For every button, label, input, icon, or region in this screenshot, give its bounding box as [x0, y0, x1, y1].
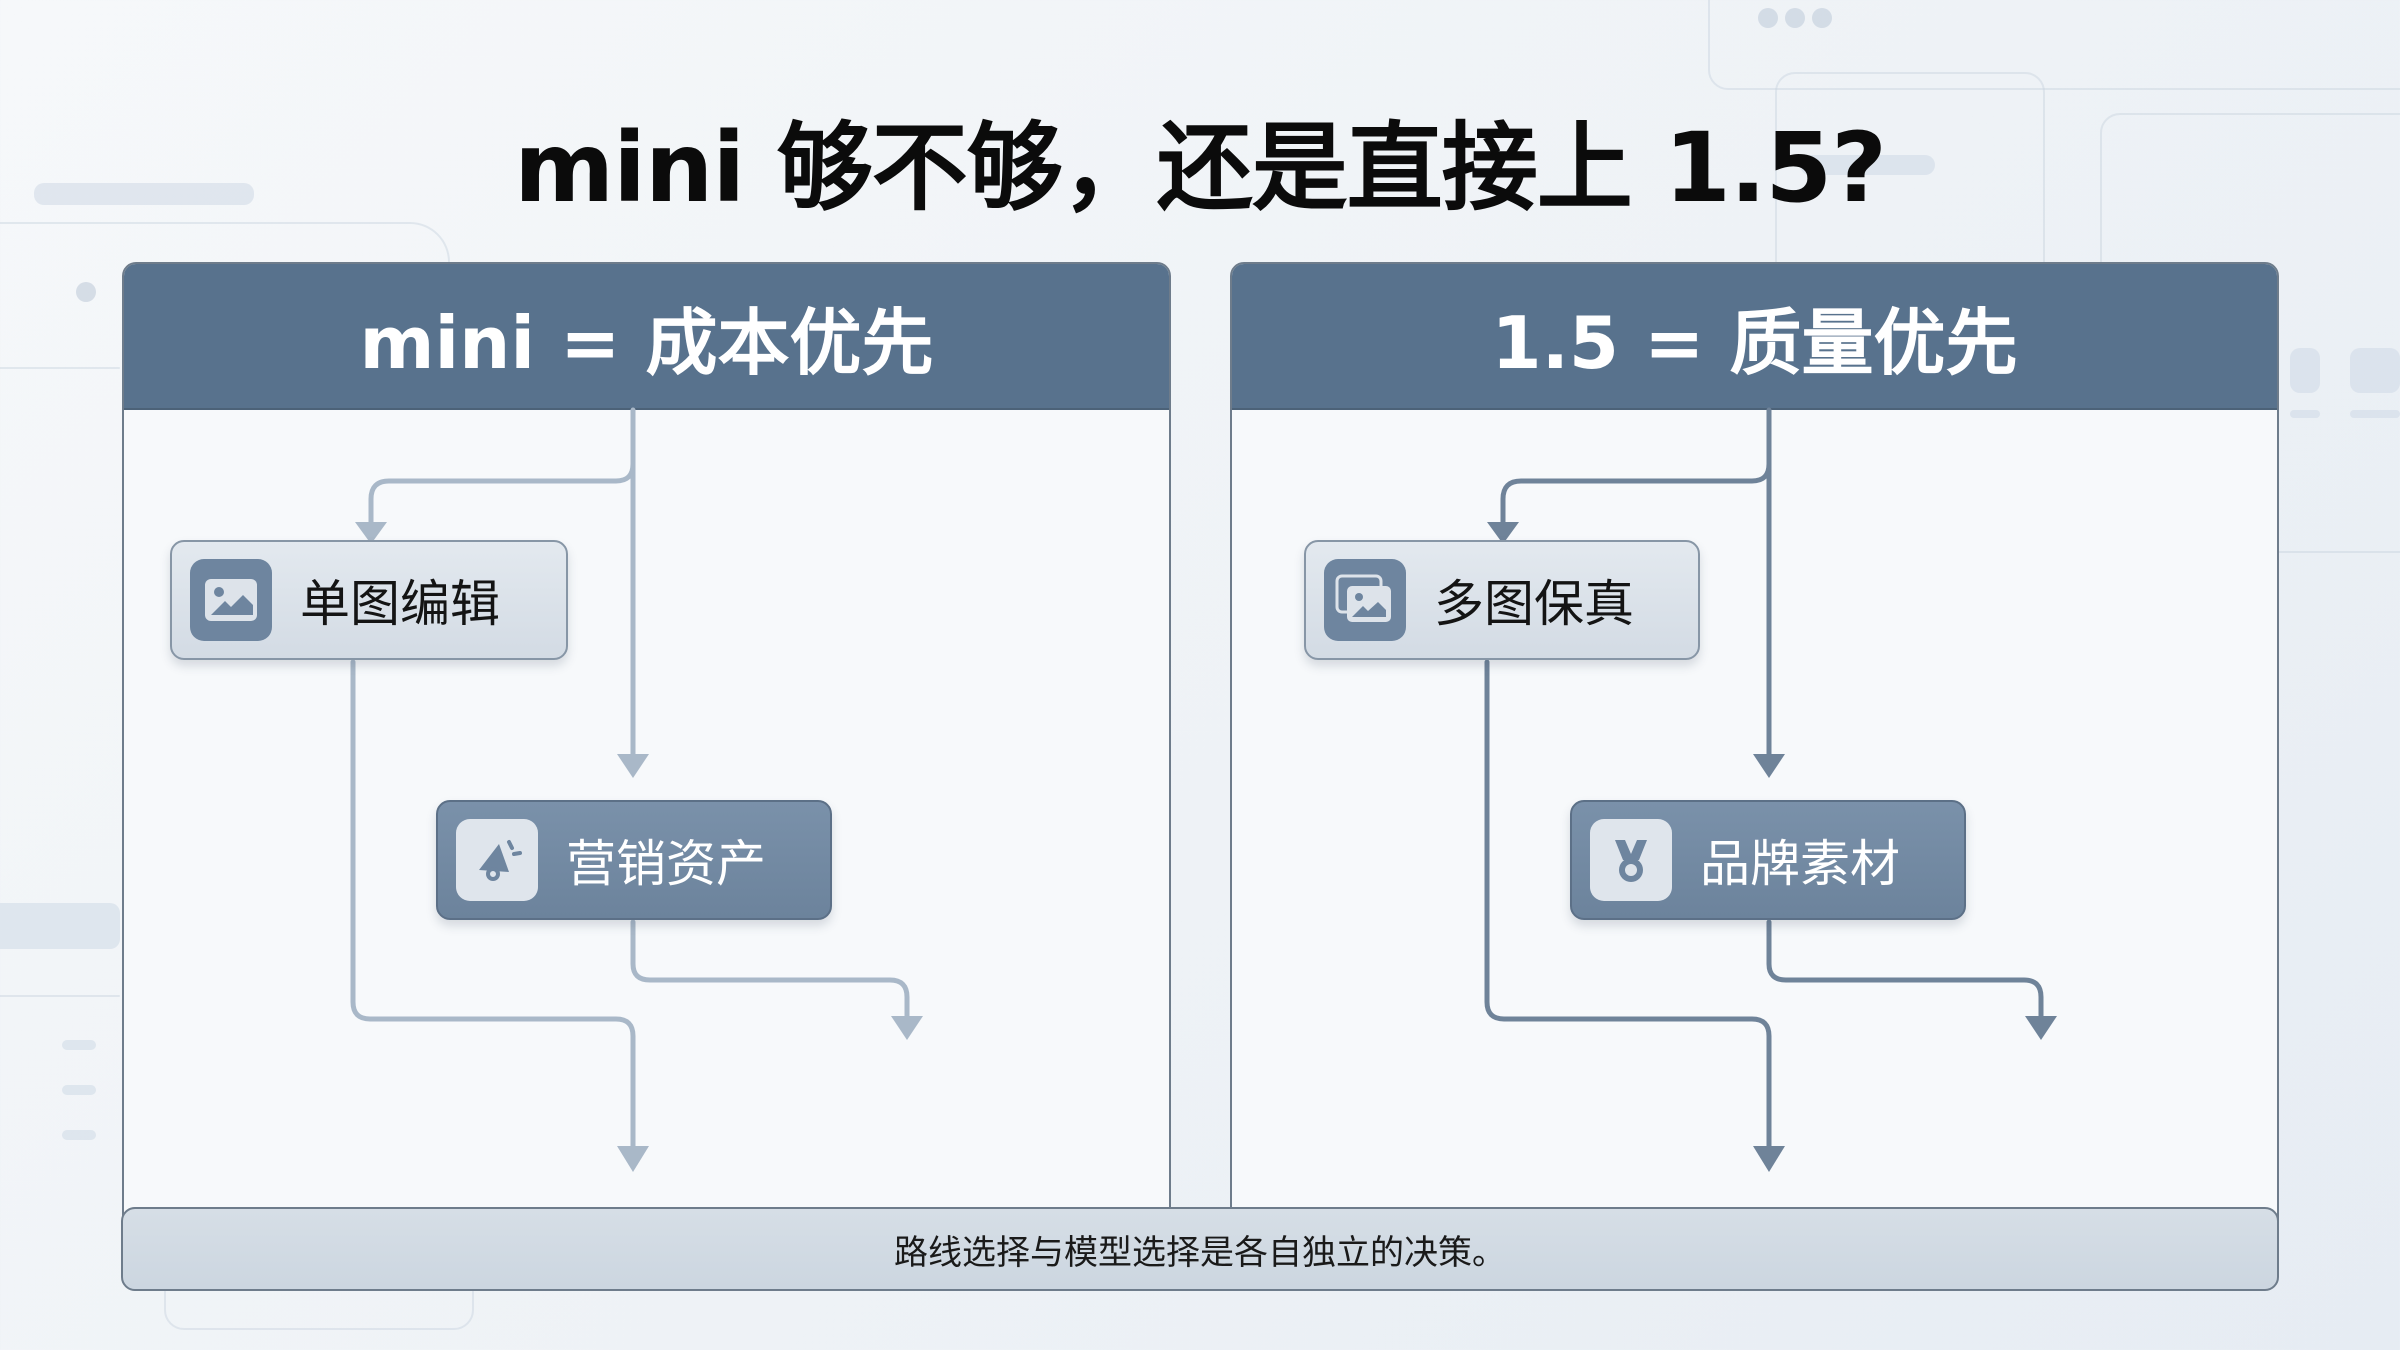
footer-text: 路线选择与模型选择是各自独立的决策。 — [894, 1232, 1506, 1273]
node-label: 单图编辑 — [300, 575, 500, 633]
node-marketing-assets[interactable]: 营销资产 — [436, 800, 832, 920]
node-single-image-edit[interactable]: 单图编辑 — [170, 540, 568, 660]
megaphone-icon — [456, 819, 538, 901]
node-label: 品牌素材 — [1700, 835, 1900, 893]
panel-1-5: 1.5 = 质量优先 多图保真 品牌素材 — [1230, 262, 2279, 1242]
panel-mini: mini = 成本优先 单图编辑 — [122, 262, 1171, 1242]
panel-header-1-5: 1.5 = 质量优先 — [1232, 264, 2277, 410]
footer-note: 路线选择与模型选择是各自独立的决策。 — [121, 1207, 2279, 1291]
node-label: 营销资产 — [566, 835, 766, 893]
page-title: mini 够不够，还是直接上 1.5? — [514, 112, 1887, 224]
panel-title-mini: mini = 成本优先 — [359, 300, 934, 385]
flow-arrows-mini — [350, 407, 923, 1172]
panel-title-1-5: 1.5 = 质量优先 — [1491, 300, 2018, 385]
node-label: 多图保真 — [1434, 575, 1634, 633]
medal-icon — [1590, 819, 1672, 901]
multi-image-icon — [1324, 559, 1406, 641]
image-icon — [190, 559, 272, 641]
node-brand-assets[interactable]: 品牌素材 — [1570, 800, 1966, 920]
flow-arrows-1-5 — [1484, 407, 2057, 1172]
panel-header-mini: mini = 成本优先 — [124, 264, 1169, 410]
node-multi-image-fidelity[interactable]: 多图保真 — [1304, 540, 1700, 660]
